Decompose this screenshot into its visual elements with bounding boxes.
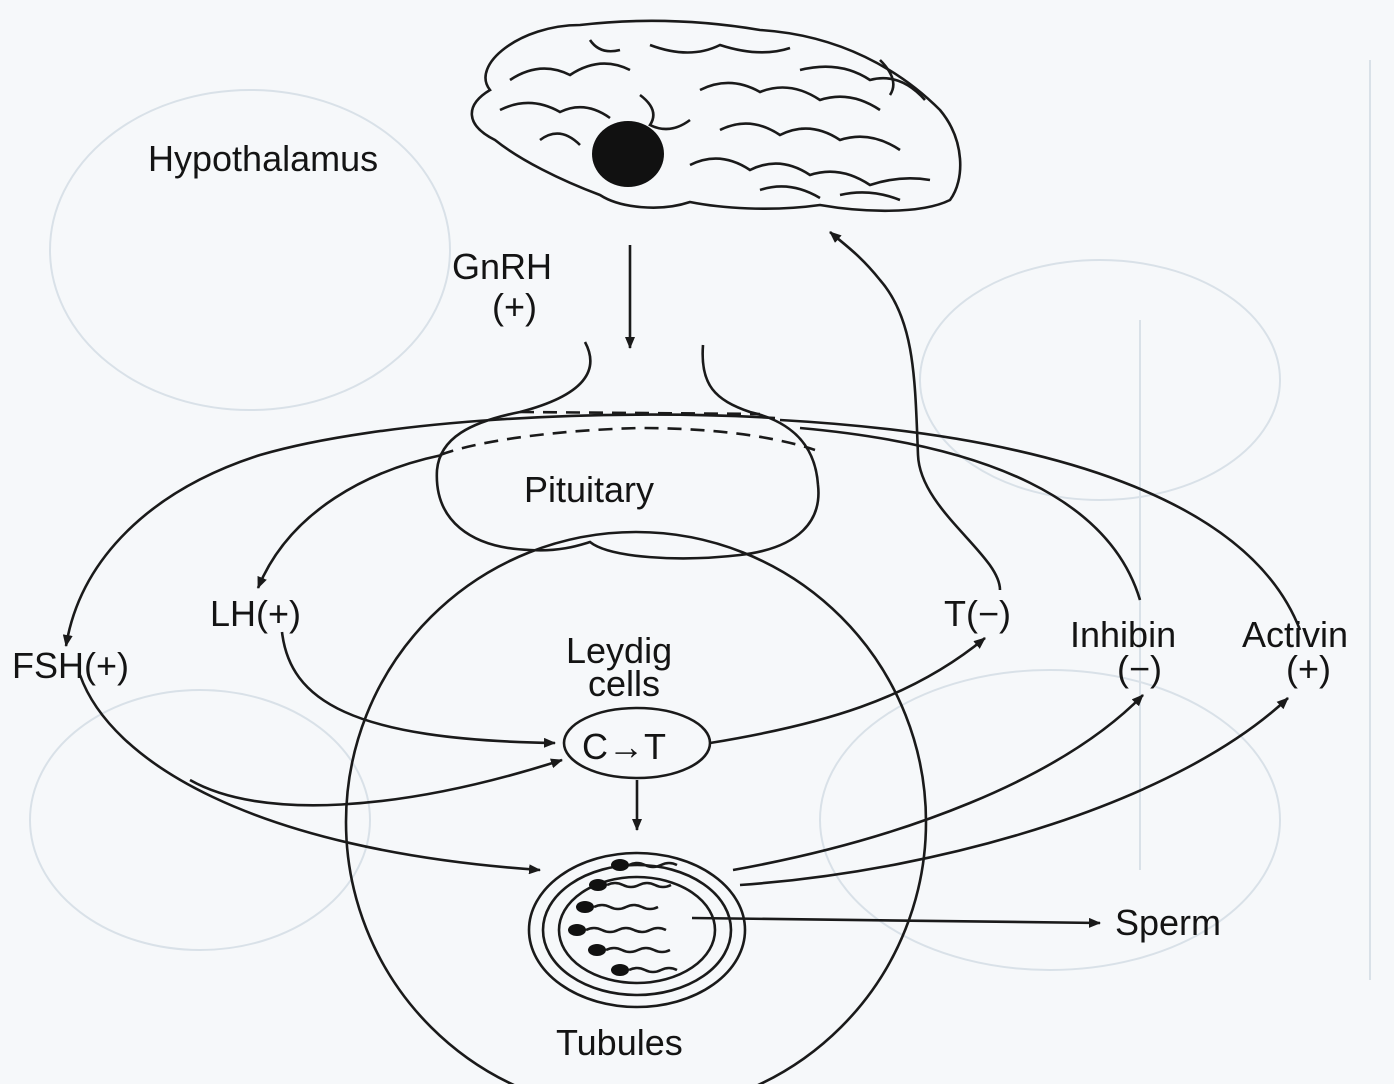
activin-sign-label: (+) [1286, 651, 1331, 687]
arrow-inhibin-feedback [800, 428, 1140, 600]
sperm-label: Sperm [1115, 905, 1221, 941]
arrow-tubules-to-activin [740, 698, 1288, 885]
brain [472, 21, 960, 211]
arrow-activin-feedback [780, 420, 1300, 630]
arrow-fsh-to-leydig [190, 760, 562, 805]
arrow-leydig-to-t [710, 638, 985, 743]
testosterone-label: T(−) [944, 596, 1011, 632]
arrow-tubules-to-sperm [692, 918, 1100, 923]
hypothalamus-label: Hypothalamus [148, 141, 378, 177]
arrows [66, 232, 1300, 923]
pituitary-label: Pituitary [524, 472, 654, 508]
background-faint-art [30, 60, 1370, 980]
leydig-label-line2: cells [588, 666, 660, 702]
fsh-label: FSH(+) [12, 648, 129, 684]
gnrh-label: GnRH [452, 249, 552, 285]
inhibin-sign-label: (−) [1117, 651, 1162, 687]
gnrh-sign-label: (+) [492, 289, 537, 325]
arrow-pituitary-to-fsh [66, 415, 775, 646]
hypothalamus-spot [592, 121, 664, 187]
arrow-t-feedback [830, 232, 1000, 590]
lh-label: LH(+) [210, 596, 301, 632]
arrow-fsh-to-tubules [80, 675, 540, 870]
pituitary-gland [437, 342, 819, 558]
arrow-pituitary-to-lh [258, 455, 442, 588]
tubules-label: Tubules [556, 1025, 683, 1061]
conversion-label: C→T [582, 729, 666, 765]
arrow-lh-to-leydig [282, 632, 555, 743]
arrow-tubules-to-inhibin [733, 695, 1143, 870]
